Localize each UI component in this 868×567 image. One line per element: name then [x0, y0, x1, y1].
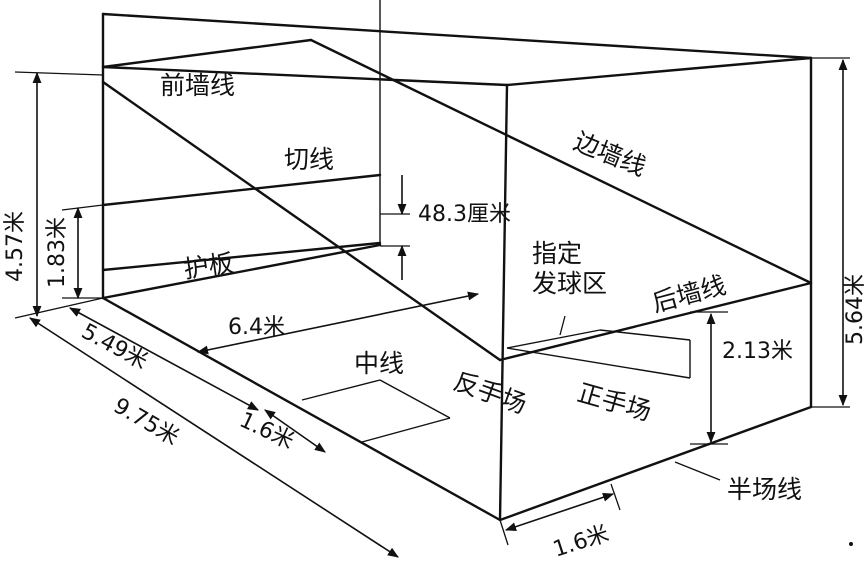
back-wall-line-label: 后墙线	[649, 270, 729, 317]
back-wall-height-label: 2.13米	[722, 339, 793, 364]
tin-label: 护板	[182, 248, 236, 284]
forehand-court-label: 正手场	[574, 378, 654, 427]
short-line-distance-label: 5.49米	[77, 319, 151, 374]
tin-height-label: 48.3厘米	[418, 202, 511, 227]
service-box-width-label: 1.6米	[550, 521, 612, 562]
tin-line	[101, 241, 382, 272]
front-wall-line-label: 前墙线	[160, 71, 235, 100]
front-wall-line	[101, 38, 313, 69]
service-box-label: 指定 发球区	[532, 239, 607, 298]
court-width-label: 6.4米	[228, 315, 285, 340]
service-box-depth-label: 1.6米	[235, 408, 297, 455]
cut-line-height-label: 1.83米	[45, 217, 70, 288]
front-wall-height-label: 4.57米	[3, 211, 28, 282]
extension-lines	[14, 57, 850, 546]
backhand-court-label: 反手场	[450, 366, 530, 419]
cut-line-label: 切线	[284, 145, 334, 174]
dimension-arrows	[29, 58, 848, 558]
short-line-label: 半场线	[727, 475, 802, 504]
cut-line	[101, 173, 382, 207]
side-wall-front-height-label: 5.64米	[843, 274, 868, 345]
half-court-line-label: 中线	[354, 349, 404, 378]
side-wall-line-label: 边墙线	[570, 127, 650, 182]
back-wall-line	[498, 281, 813, 362]
side-wall-line	[309, 38, 813, 285]
court-length-label: 9.75米	[109, 394, 183, 451]
corner-dot	[849, 542, 853, 546]
